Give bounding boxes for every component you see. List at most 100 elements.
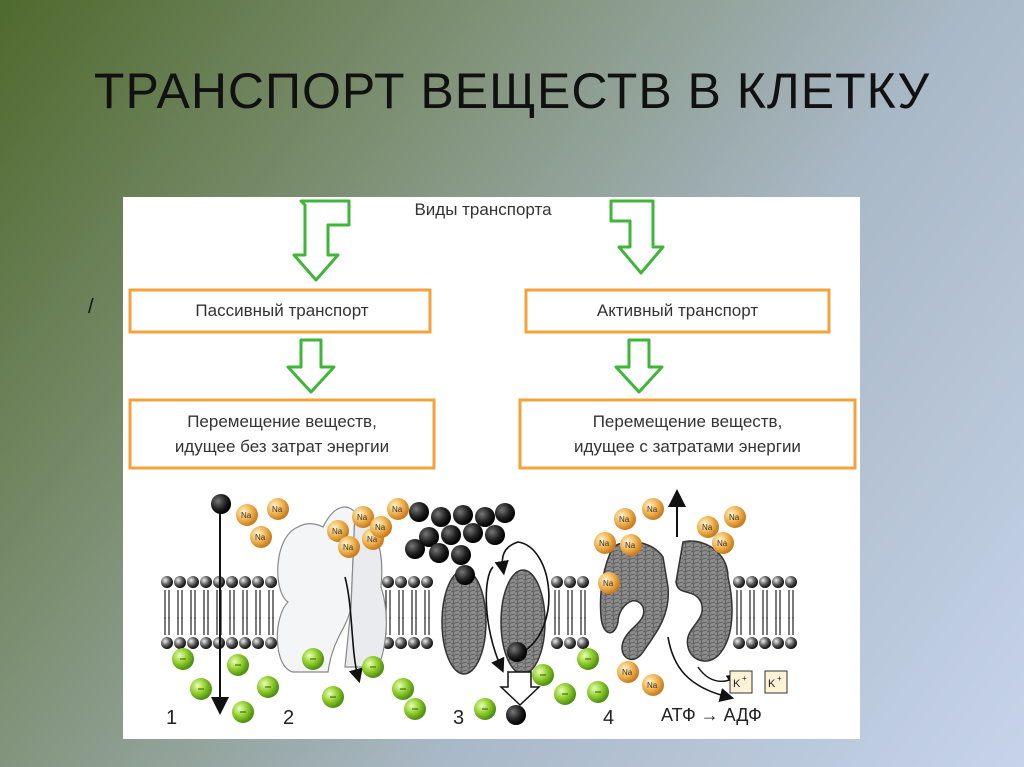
arrow-to-passive [292, 199, 351, 282]
green-molecule [227, 654, 249, 676]
lipid [564, 576, 576, 649]
lipid [395, 576, 407, 649]
mechanism-number-1: 1 [166, 707, 178, 729]
sodium-ion: Na [614, 508, 636, 530]
svg-text:Na: Na [272, 505, 283, 514]
svg-text:Na: Na [647, 681, 658, 690]
green-molecule [474, 698, 496, 720]
green-molecule [532, 664, 554, 686]
passive-description-line2: идущее без затрат энергии [174, 437, 390, 456]
side-mark: / [88, 296, 94, 318]
lipid-bilayer [161, 576, 797, 649]
carrier-arrow-down [485, 566, 505, 673]
green-molecule [362, 656, 384, 678]
svg-text:Na: Na [729, 513, 740, 522]
potassium-box-2: K + [764, 670, 788, 694]
green-molecule [404, 698, 426, 720]
dark-molecule [463, 523, 483, 543]
dark-molecule [429, 543, 449, 563]
green-molecule [587, 681, 609, 703]
channel-arrow [344, 576, 363, 684]
lipid [421, 576, 433, 649]
lipid [174, 576, 186, 649]
lipid [200, 576, 212, 649]
dark-molecule [495, 503, 515, 523]
sodium-ion: Na [712, 532, 734, 554]
green-molecule [172, 648, 194, 670]
carrier-arrow-up [494, 541, 550, 653]
active-description: Перемещение веществ, идущее с затратами … [520, 409, 855, 459]
lipid [733, 576, 745, 649]
dark-molecule [409, 502, 429, 522]
dark-molecule [211, 494, 231, 514]
sodium-ion: Na [642, 674, 664, 696]
green-molecule [257, 676, 279, 698]
svg-text:Na: Na [619, 515, 630, 524]
dark-molecule [405, 539, 425, 559]
passive-transport-label: Пассивный транспорт [195, 301, 369, 320]
arrow-passive-desc [286, 338, 336, 394]
sodium-ion: Na [250, 526, 272, 548]
arrow-active-desc [614, 338, 664, 394]
pump-energy-arrow [667, 636, 735, 703]
potassium-box-1: K + [729, 670, 753, 694]
pump-protein-right [675, 540, 733, 662]
mechanism-number-4: 4 [603, 707, 615, 729]
sodium-ion: Na [327, 520, 349, 542]
lipid [187, 576, 199, 649]
potassium-label: K [768, 678, 776, 690]
pump-protein-left [599, 541, 670, 661]
svg-text:+: + [777, 674, 782, 683]
slide-title: ТРАНСПОРТ ВЕЩЕСТВ В КЛЕТКУ [93, 63, 931, 119]
lipid [785, 576, 797, 649]
dark-molecule [419, 527, 439, 547]
lipid [226, 576, 238, 649]
sodium-ion: Na [387, 498, 409, 520]
green-molecule [577, 648, 599, 670]
active-desc-box [518, 398, 857, 470]
svg-text:Na: Na [375, 523, 386, 532]
svg-text:Na: Na [625, 541, 636, 550]
sodium-ion: Na [598, 572, 620, 594]
green-molecule [232, 701, 254, 723]
sodium-ion: Na [338, 536, 360, 558]
channel-protein [276, 506, 356, 673]
dark-molecule [453, 505, 473, 525]
passive-box [128, 288, 432, 334]
svg-text:Na: Na [357, 513, 368, 522]
lipid [161, 576, 173, 649]
sodium-ion: Na [352, 506, 374, 528]
potassium-label: K [733, 678, 741, 690]
sodium-ion: Na [620, 534, 642, 556]
sodium-ion: Na [594, 532, 616, 554]
sodium-ion: Na [236, 504, 258, 526]
sodium-ion: Na [724, 506, 746, 528]
dark-molecule [485, 525, 505, 545]
lipid [759, 576, 771, 649]
lipid [577, 576, 589, 649]
lipid [408, 576, 420, 649]
carrier-protein-left [441, 569, 487, 675]
green-molecule [190, 678, 212, 700]
sodium-ion: Na [642, 498, 664, 520]
svg-text:Na: Na [702, 523, 713, 532]
sodium-ion: Na [697, 516, 719, 538]
sodium-ion: Na [370, 516, 392, 538]
lipid [265, 576, 277, 649]
svg-text:Na: Na [367, 535, 378, 544]
mechanism-number-2: 2 [283, 707, 295, 729]
lipid [746, 576, 758, 649]
svg-text:Na: Na [343, 543, 354, 552]
svg-text:Na: Na [599, 539, 610, 548]
passive-description-line1: Перемещение веществ, [187, 412, 377, 431]
svg-text:+: + [742, 674, 747, 683]
dark-molecule [507, 642, 527, 662]
diagram-header: Виды транспорта [414, 200, 552, 219]
active-box [524, 288, 831, 334]
lipid [551, 576, 563, 649]
active-transport-label: Активный транспорт [596, 301, 759, 320]
green-molecule [392, 678, 414, 700]
dark-molecule [441, 525, 461, 545]
